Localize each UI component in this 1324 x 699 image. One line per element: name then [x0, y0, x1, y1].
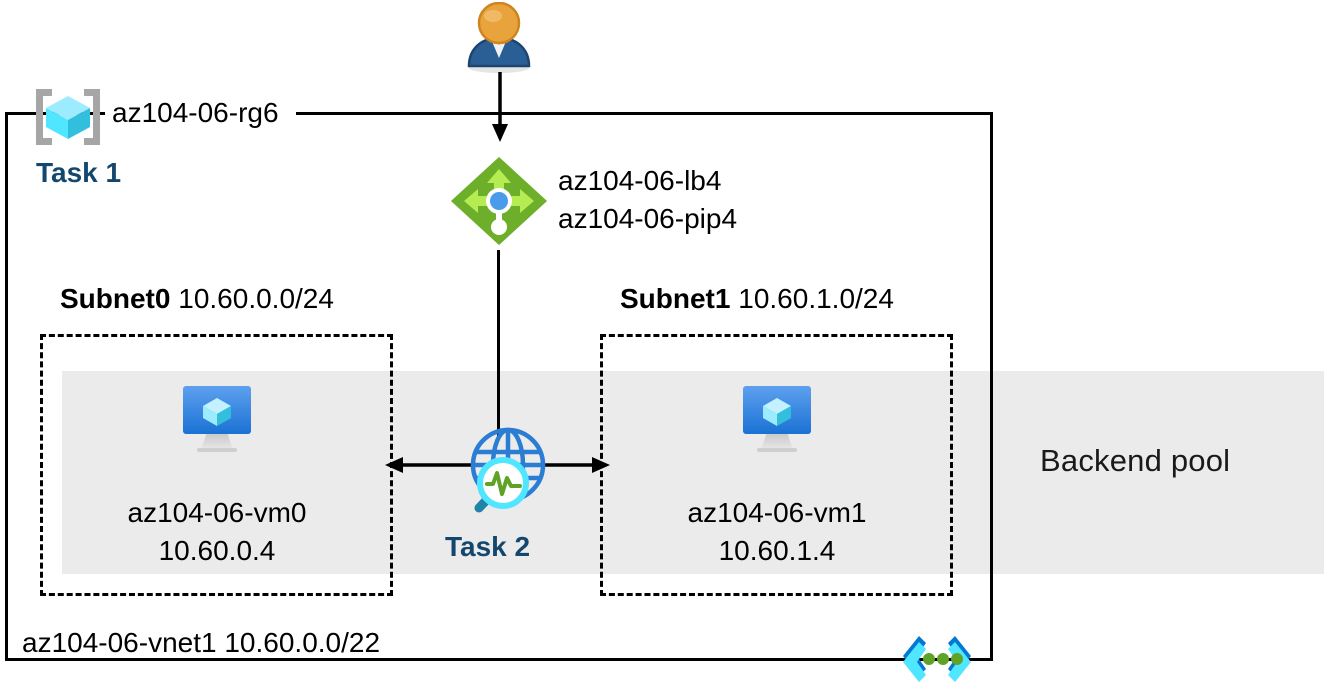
backend-pool-band: [62, 371, 1324, 574]
virtual-machine-icon: [177, 382, 257, 454]
public-ip-name: az104-06-pip4: [558, 203, 738, 234]
load-balancer-icon: [448, 155, 550, 255]
network-watcher-icon: [453, 420, 553, 520]
resource-group-icon: [30, 86, 106, 148]
resource-group-border-bottom: [5, 658, 993, 661]
virtual-network-icon: [895, 630, 979, 688]
subnet1-cidr: 10.60.1.0/24: [738, 283, 894, 314]
subnet1-name: Subnet1: [620, 283, 731, 314]
task-2-label: Task 2: [445, 531, 531, 562]
resource-group-border-top-right: [296, 112, 993, 115]
vm0-ip: 10.60.0.4: [158, 535, 276, 566]
resource-group-name: az104-06-rg6: [112, 97, 279, 128]
client-to-load-balancer-arrow: [488, 72, 512, 142]
resource-group-border-left: [5, 112, 8, 661]
backend-pool-label: Backend pool: [1040, 443, 1231, 478]
load-balancer-to-backend-line: [497, 250, 500, 440]
vm0-name: az104-06-vm0: [127, 497, 307, 528]
virtual-machine-icon: [737, 382, 817, 454]
subnet0-label: Subnet0 10.60.0.0/24: [60, 283, 334, 315]
resource-group-border-right: [990, 112, 993, 661]
subnet0-name: Subnet0: [60, 283, 171, 314]
vnet-label: az104-06-vnet1 10.60.0.0/22: [22, 627, 381, 658]
vm1-name: az104-06-vm1: [687, 497, 867, 528]
load-balancer-name: az104-06-lb4: [558, 165, 722, 196]
vm1-ip: 10.60.1.4: [718, 535, 836, 566]
task-1-label: Task 1: [36, 157, 122, 188]
user-icon: [460, 1, 538, 74]
subnet0-cidr: 10.60.0.0/24: [178, 283, 334, 314]
subnet1-label: Subnet1 10.60.1.0/24: [620, 283, 894, 315]
